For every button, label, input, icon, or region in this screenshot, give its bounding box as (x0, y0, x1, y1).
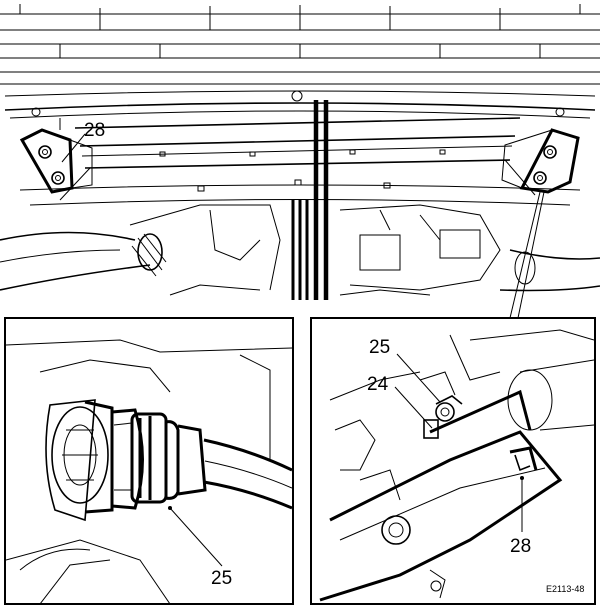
center-pipes (291, 100, 329, 300)
engine-underside (129, 204, 501, 296)
front-bumper (0, 4, 600, 97)
right-bracket (501, 128, 580, 194)
right-inset-panel: 25 24 28 E2113-48 (310, 317, 596, 605)
leader-line-28-top (61, 133, 86, 163)
callout-28-top: 28 (84, 120, 105, 141)
callout-25-right: 25 (369, 337, 390, 358)
left-driveshaft (0, 231, 167, 291)
left-bracket (19, 118, 93, 194)
subframe-crossmember (4, 90, 596, 206)
leader-line-to-right-inset (509, 191, 541, 319)
leader-line-25-left (169, 507, 223, 567)
leader-line-24-right (394, 386, 433, 429)
callout-28-right: 28 (510, 536, 531, 557)
leader-line-25-right (396, 353, 441, 403)
callout-24-right: 24 (367, 374, 389, 395)
main-underbody-view: 28 (0, 4, 600, 319)
callout-25-left: 25 (211, 568, 232, 589)
right-driveshaft (499, 249, 600, 292)
left-inset-panel: 25 (4, 317, 294, 605)
figure-code: E2113-48 (546, 584, 584, 594)
